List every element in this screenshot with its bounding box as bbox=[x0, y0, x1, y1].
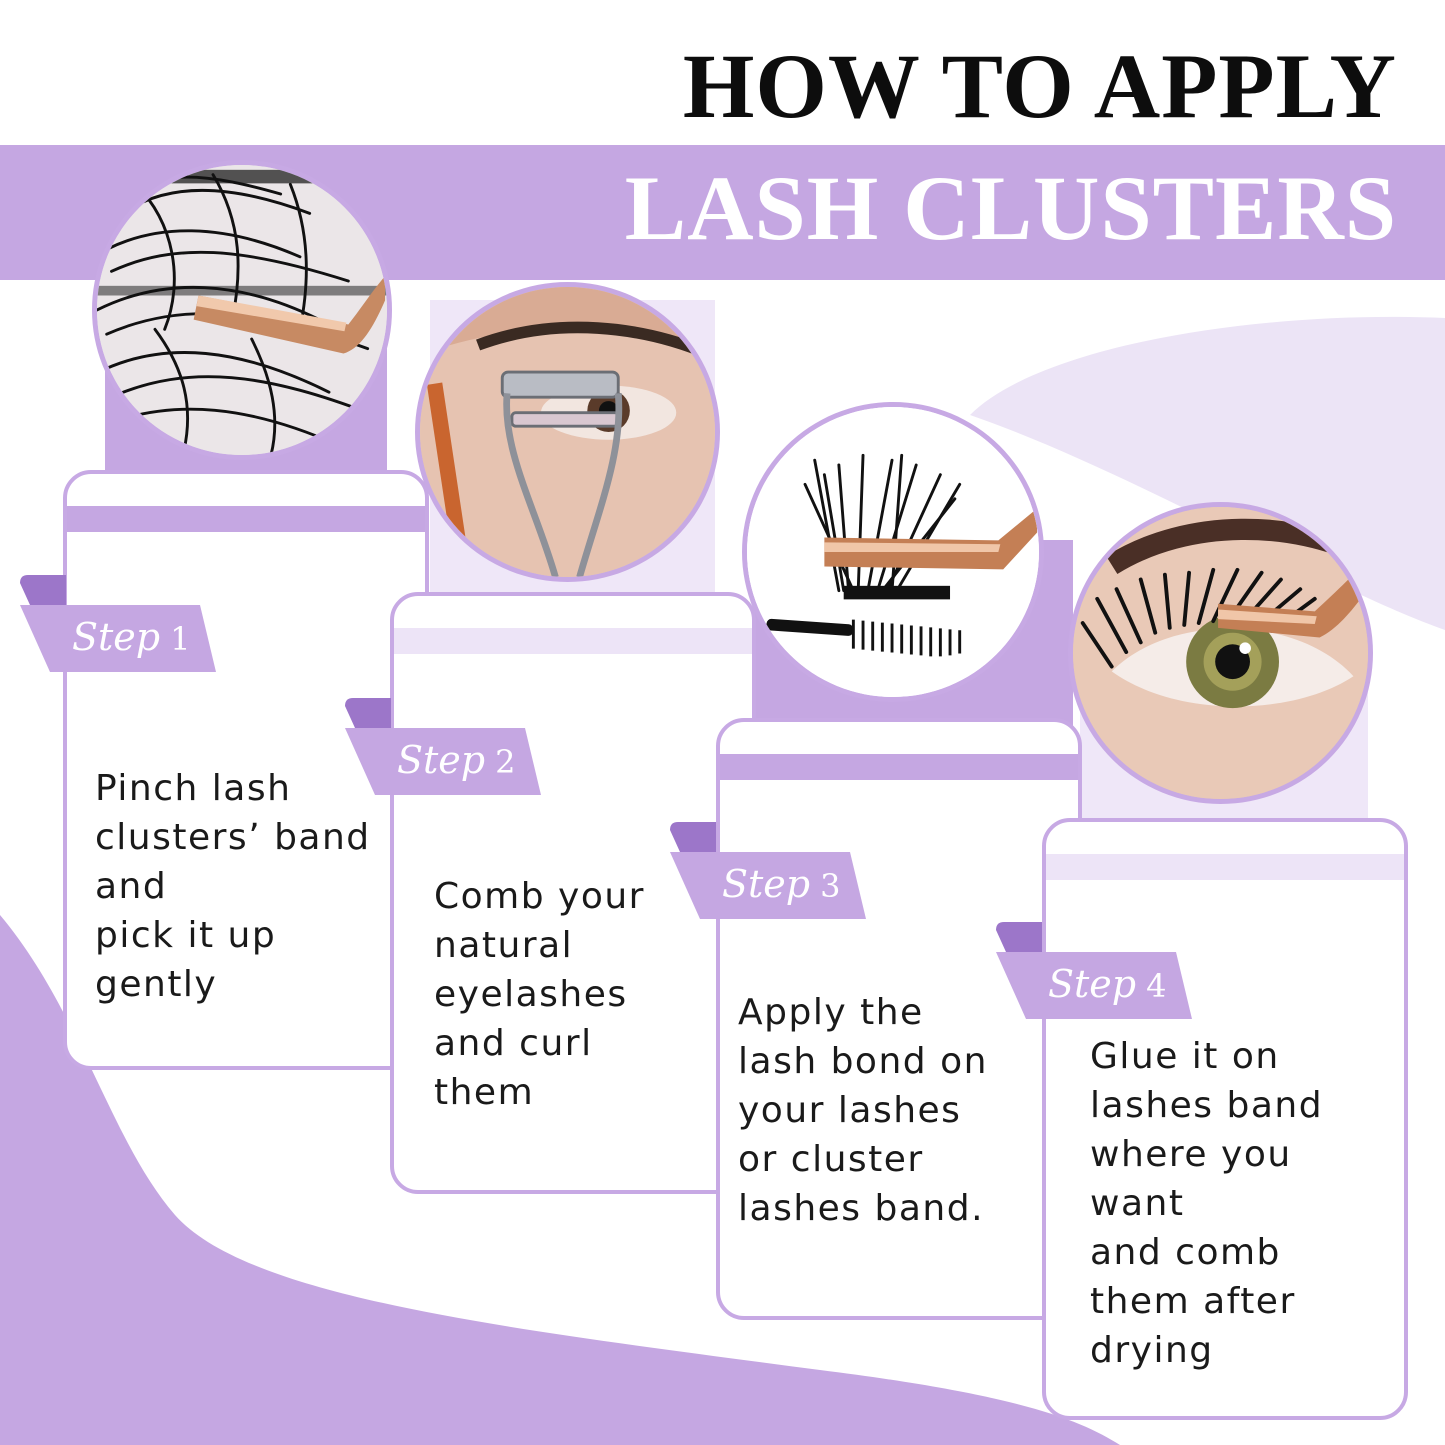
title-line-2: LASH CLUSTERS bbox=[624, 157, 1397, 259]
step-4-label-number: 4 bbox=[1146, 967, 1167, 1005]
eyelash-curler-icon bbox=[420, 287, 715, 577]
step-3-card-band bbox=[720, 754, 1078, 780]
step-2-label-word: Step bbox=[397, 738, 486, 782]
step-1-text: Pinch lash clusters’ band and pick it up… bbox=[95, 768, 371, 1005]
step-2-photo bbox=[415, 282, 720, 582]
step-4-tab-icon bbox=[996, 922, 1192, 1019]
step-3-label-word: Step bbox=[722, 862, 811, 906]
eye-with-lashes-icon bbox=[1073, 507, 1368, 799]
step-1-label-word: Step bbox=[72, 615, 161, 659]
step-1-label-number: 1 bbox=[170, 620, 191, 658]
step-2-card bbox=[390, 592, 756, 1194]
step-3-text: Apply the lash bond on your lashes or cl… bbox=[738, 992, 988, 1229]
step-3-card bbox=[716, 718, 1082, 1320]
step-3-photo bbox=[742, 402, 1044, 702]
step-4-card bbox=[1042, 818, 1408, 1420]
step-2-text: Comb your natural eyelashes and curl the… bbox=[434, 876, 645, 1113]
title-line-1: HOW TO APPLY bbox=[682, 35, 1397, 137]
step-2-card-band bbox=[394, 628, 752, 654]
step-1-tab-icon bbox=[20, 575, 216, 672]
step-1-photo bbox=[92, 160, 392, 460]
step-1-card-band bbox=[67, 506, 425, 532]
step-2-label-number: 2 bbox=[495, 743, 516, 781]
step-4-photo bbox=[1068, 502, 1373, 804]
step-4-card-band bbox=[1046, 854, 1404, 880]
step-2-tab-icon bbox=[345, 698, 541, 795]
step-4-label-word: Step bbox=[1048, 962, 1137, 1006]
step-3-tab-icon bbox=[670, 822, 866, 919]
step-3-label-number: 3 bbox=[820, 867, 841, 905]
lash-cluster-brush-icon bbox=[747, 407, 1039, 697]
step-4-text: Glue it on lashes band where you want an… bbox=[1090, 1036, 1324, 1371]
lash-tray-tweezers-icon bbox=[97, 165, 387, 455]
